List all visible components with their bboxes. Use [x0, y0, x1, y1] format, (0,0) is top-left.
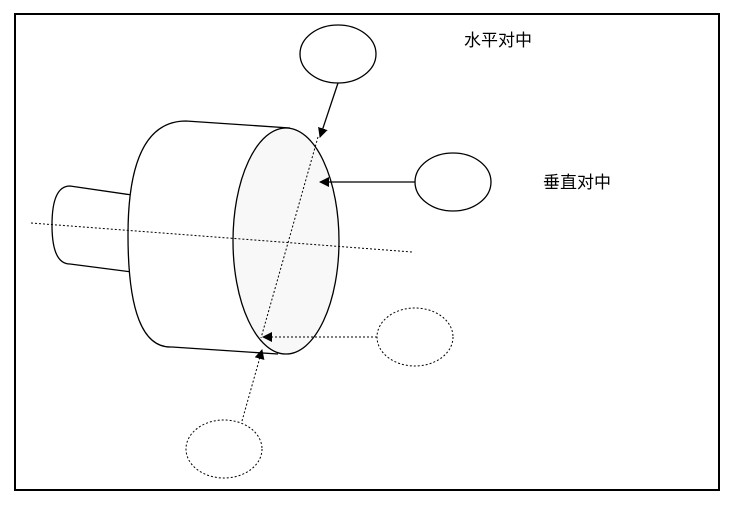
- horizontal-indicator-ellipse: [299, 24, 377, 84]
- vertical-indicator-ellipse: [414, 152, 492, 212]
- vertical-alignment-label: 垂直对中: [543, 173, 611, 193]
- horizontal-indicator-arrow: [318, 82, 339, 138]
- horizontal-alignment-label: 水平对中: [464, 31, 532, 51]
- dotted-indicator-arrow-bottom: [241, 349, 265, 422]
- face-diameter-line: [260, 136, 319, 339]
- diagram-frame: [14, 13, 720, 491]
- shaft: [51, 185, 133, 273]
- cylinder-front-face: [232, 127, 340, 355]
- dotted-indicator-ellipse-bottom: [185, 419, 263, 479]
- dotted-indicator-ellipse-right: [376, 307, 454, 367]
